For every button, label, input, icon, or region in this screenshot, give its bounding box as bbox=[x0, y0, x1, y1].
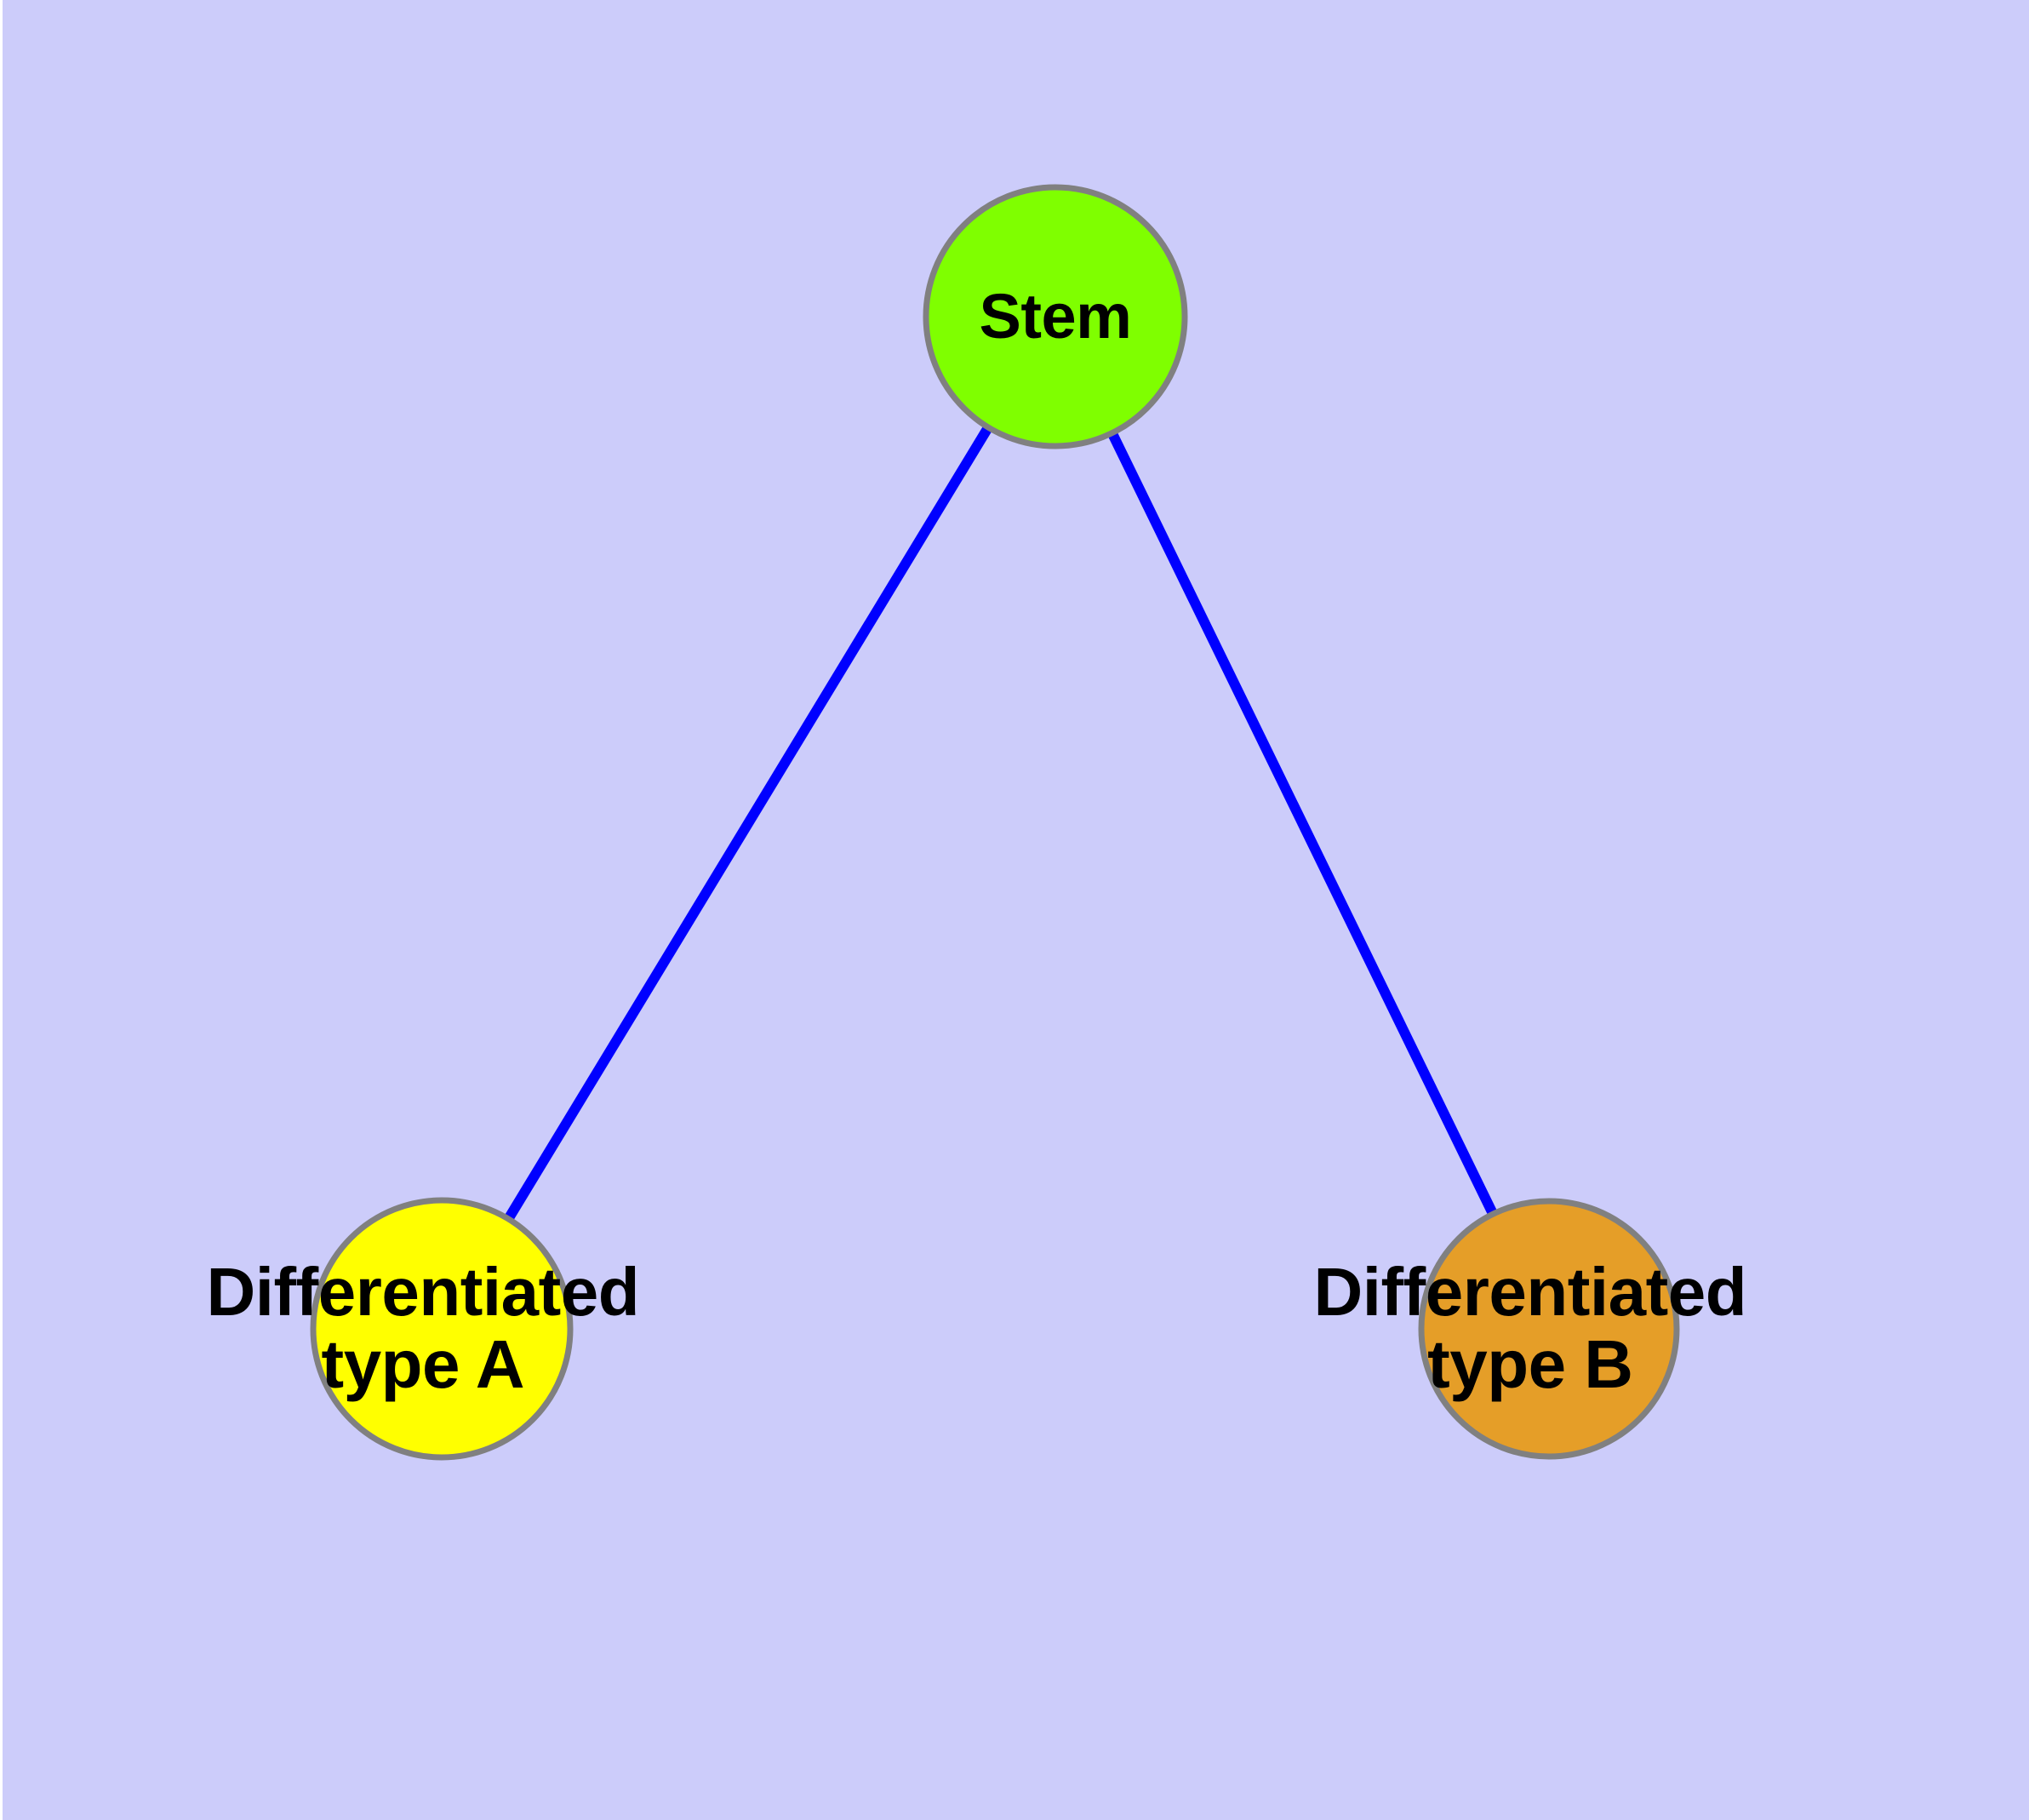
edge-layer bbox=[437, 313, 1554, 1332]
node-layer bbox=[310, 184, 1680, 1461]
graph-edge bbox=[1050, 314, 1554, 1331]
graph-node-diff-a[interactable] bbox=[310, 1197, 574, 1461]
graph-node-stem[interactable] bbox=[923, 184, 1188, 449]
graph-edge bbox=[437, 313, 1060, 1332]
graph-node-diff-b[interactable] bbox=[1418, 1198, 1680, 1460]
